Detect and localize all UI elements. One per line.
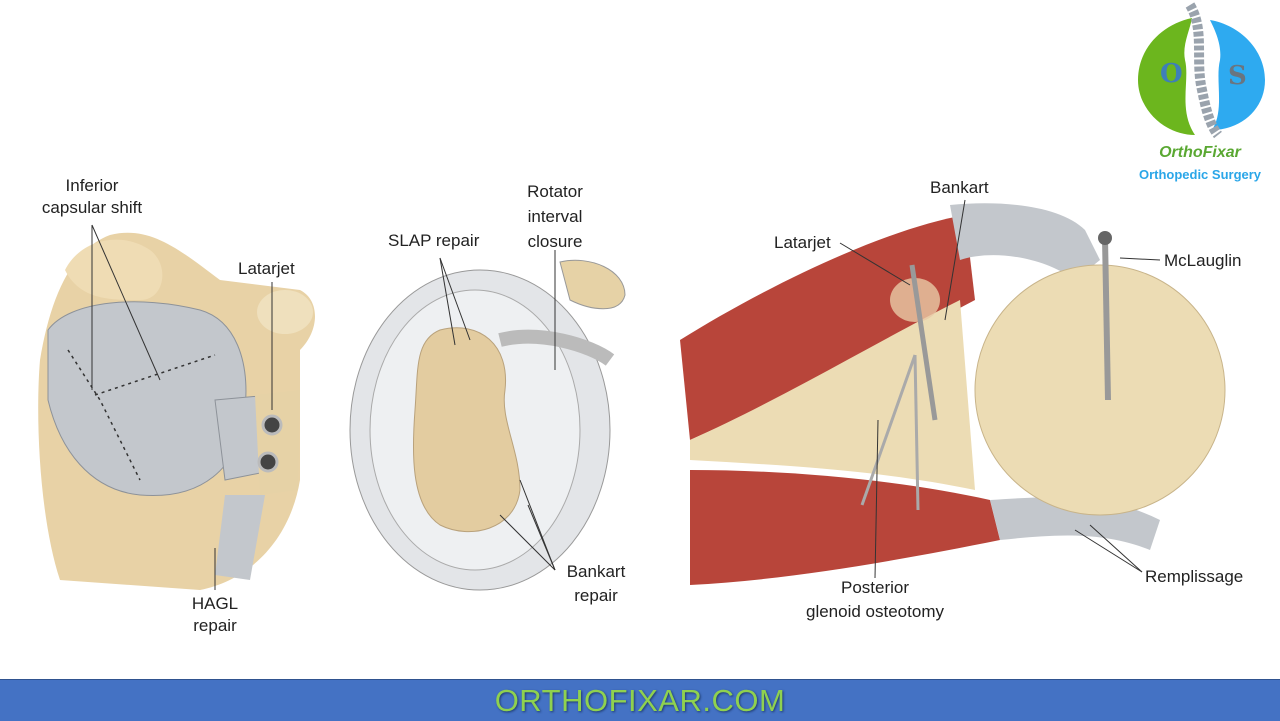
label-line: Rotator [527, 182, 583, 201]
label-rotator-interval-closure: Rotator interval closure [505, 179, 605, 254]
logo-title: OrthoFixar [1159, 144, 1241, 161]
middle-panel-illustration [349, 250, 626, 591]
label-inferior-capsular-shift: Inferior capsular shift [22, 175, 162, 219]
label-hagl-repair: HAGL repair [170, 593, 260, 637]
label-line: interval [527, 207, 583, 226]
logo-green-half [1138, 18, 1195, 135]
spine-icon [1185, 2, 1223, 139]
label-line: Bankart [566, 562, 626, 581]
shoulder-instability-illustration [38, 199, 1226, 591]
label-bankart-repair: Bankart repair [556, 560, 636, 608]
label-line: glenoid osteotomy [806, 602, 944, 621]
label-line: capsular shift [41, 198, 143, 217]
label-line: Posterior [840, 578, 910, 597]
logo-subtitle: Orthopedic Surgery [1138, 167, 1262, 182]
label-line: HAGL [191, 594, 239, 613]
label-remplissage: Remplissage [1145, 567, 1244, 586]
footer-website[interactable]: ORTHOFIXAR.COM [494, 683, 786, 718]
label-latarjet-left: Latarjet [238, 259, 295, 278]
label-latarjet-right: Latarjet [774, 233, 831, 252]
label-mclauglin: McLauglin [1164, 251, 1242, 270]
label-line: repair [193, 616, 237, 635]
logo-letter-o: O [1160, 59, 1183, 89]
left-panel-illustration [38, 224, 316, 590]
label-line: repair [574, 586, 618, 605]
logo-letter-s: S [1228, 61, 1247, 91]
label-line: Inferior [65, 176, 119, 195]
label-bankart: Bankart [930, 178, 989, 197]
orthofixar-logo: O S [1138, 2, 1265, 139]
logo-blue-half [1210, 20, 1265, 130]
label-posterior-glenoid-osteotomy: Posterior glenoid osteotomy [790, 576, 960, 624]
right-panel-illustration [680, 199, 1226, 585]
coracoid [257, 290, 313, 334]
footer-banner: ORTHOFIXAR.COM [0, 679, 1280, 721]
label-slap-repair: SLAP repair [388, 231, 480, 250]
label-line: closure [527, 232, 583, 251]
